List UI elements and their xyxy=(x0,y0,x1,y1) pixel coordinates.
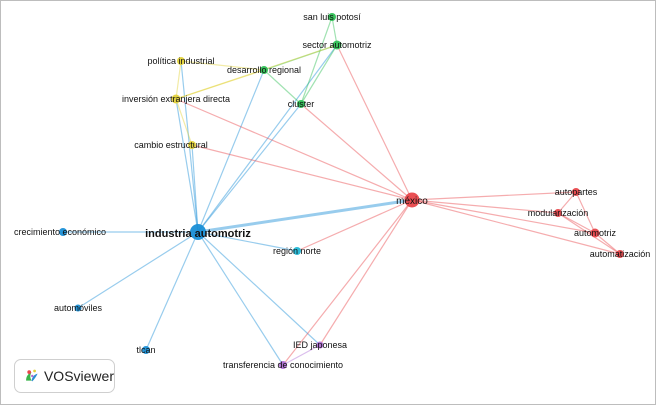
node-label-ied-japonesa[interactable]: IED japonesa xyxy=(293,340,347,350)
node-label-san-luis-potosi[interactable]: san luis potosí xyxy=(303,12,361,22)
link-mexico-transferencia_de_conocimiento xyxy=(282,199,413,366)
labels-layer: industria automotriz méxico autopartes modu… xyxy=(14,12,650,370)
node-label-mexico[interactable]: méxico xyxy=(396,196,428,207)
link-mexico-modularizacion xyxy=(411,199,559,214)
link-modularizacion-automotriz xyxy=(557,212,596,234)
node-label-modularizacion[interactable]: modularización xyxy=(528,208,589,218)
link-politica_industrial-inversion_extranjera_directa xyxy=(175,60,182,100)
node-transferencia-de-conocimiento[interactable] xyxy=(279,361,287,369)
link-san_luis_potosi-sector_automotriz xyxy=(331,16,338,46)
link-industria_automotriz-region_norte xyxy=(197,231,298,252)
link-mexico-region_norte xyxy=(296,199,413,252)
link-industria_automotriz-tlcan xyxy=(145,231,199,351)
node-label-cambio-estructural[interactable]: cambio estructural xyxy=(134,140,208,150)
link-politica_industrial-desarrollo_regional xyxy=(180,60,265,71)
vosviewer-logo-icon xyxy=(26,369,38,382)
node-label-autopartes[interactable]: autopartes xyxy=(555,187,598,197)
nodes-layer xyxy=(59,13,624,369)
node-label-transferencia-de-conocimiento[interactable]: transferencia de conocimiento xyxy=(223,360,343,370)
link-mexico-cluster xyxy=(300,103,413,201)
node-region-norte[interactable] xyxy=(293,247,301,255)
link-industria_automotriz-mexico xyxy=(197,198,413,234)
node-industria-automotriz[interactable] xyxy=(190,224,206,240)
link-mexico-automotriz xyxy=(411,199,596,234)
node-automotriz[interactable] xyxy=(590,228,600,238)
node-tlcan[interactable] xyxy=(142,346,150,354)
node-mexico[interactable] xyxy=(404,192,420,208)
link-autopartes-modularizacion xyxy=(557,191,577,214)
link-mexico-ied_japonesa xyxy=(319,199,413,346)
node-autopartes[interactable] xyxy=(572,188,580,196)
link-industria_automotriz-sector_automotriz xyxy=(197,44,338,233)
node-ied-japonesa[interactable] xyxy=(316,341,324,349)
link-sector_automotriz-cluster xyxy=(300,44,338,105)
node-label-desarrollo-regional[interactable]: desarrollo regional xyxy=(227,65,301,75)
link-industria_automotriz-transferencia_de_conocimiento xyxy=(197,231,284,366)
node-label-cluster[interactable]: cluster xyxy=(288,99,315,109)
link-mexico-autopartes xyxy=(411,191,577,201)
link-industria_automotriz-cambio_estructural xyxy=(191,144,199,233)
node-automatizacion[interactable] xyxy=(616,250,624,258)
node-label-region-norte[interactable]: región norte xyxy=(273,246,321,256)
node-inversion-extranjera-directa[interactable] xyxy=(171,94,181,104)
link-mexico-inversion_extranjera_directa xyxy=(175,98,413,201)
link-industria_automotriz-inversion_extranjera_directa xyxy=(175,98,199,233)
link-mexico-automatizacion xyxy=(411,199,621,255)
vosviewer-badge: VOSviewer xyxy=(14,359,115,393)
node-san-luis-potosi[interactable] xyxy=(328,13,336,21)
link-industria_automotriz-cluster xyxy=(197,103,302,233)
node-sector-automotriz[interactable] xyxy=(332,40,342,50)
link-automotriz-automatizacion xyxy=(594,232,621,255)
node-label-inversion-extranjera-directa[interactable]: inversión extranjera directa xyxy=(122,94,230,104)
link-sector_automotriz-desarrollo_regional xyxy=(263,44,338,71)
link-autopartes-automotriz xyxy=(575,191,596,234)
link-mexico-sector_automotriz xyxy=(336,44,413,201)
node-label-automoviles[interactable]: automóviles xyxy=(54,303,103,313)
node-modularizacion[interactable] xyxy=(554,209,562,217)
node-label-politica-industrial[interactable]: política industrial xyxy=(147,56,214,66)
link-inversion_extranjera_directa-cambio_estructural xyxy=(175,98,193,146)
link-industria_automotriz-ied_japonesa xyxy=(197,231,321,346)
node-politica-industrial[interactable] xyxy=(177,57,185,65)
link-ied_japonesa-transferencia_de_conocimiento xyxy=(282,344,321,366)
node-cambio-estructural[interactable] xyxy=(188,141,196,149)
node-label-industria-automotriz[interactable]: industria automotriz xyxy=(145,228,251,240)
link-modularizacion-automatizacion xyxy=(557,212,621,255)
link-industria_automotriz-desarrollo_regional xyxy=(197,69,265,233)
node-crecimiento-economico[interactable] xyxy=(59,228,67,236)
node-label-sector-automotriz[interactable]: sector automotriz xyxy=(302,40,372,50)
links-layer xyxy=(63,16,621,366)
link-inversion_extranjera_directa-sector_automotriz xyxy=(175,44,338,100)
node-label-tlcan[interactable]: tlcan xyxy=(136,345,155,355)
node-automoviles[interactable] xyxy=(74,304,82,312)
node-label-automatizacion[interactable]: automatización xyxy=(590,249,651,259)
link-industria_automotriz-automoviles xyxy=(77,231,199,309)
node-cluster[interactable] xyxy=(297,100,305,108)
node-label-crecimiento-economico[interactable]: crecimiento económico xyxy=(14,227,106,237)
node-label-automotriz[interactable]: automotriz xyxy=(574,228,617,238)
link-inversion_extranjera_directa-desarrollo_regional xyxy=(175,69,265,100)
vosviewer-label: VOSviewer xyxy=(43,368,114,384)
link-mexico-cambio_estructural xyxy=(191,144,413,201)
link-desarrollo_regional-cluster xyxy=(263,69,302,105)
node-desarrollo-regional[interactable] xyxy=(260,66,268,74)
link-san_luis_potosi-cluster xyxy=(300,16,333,105)
